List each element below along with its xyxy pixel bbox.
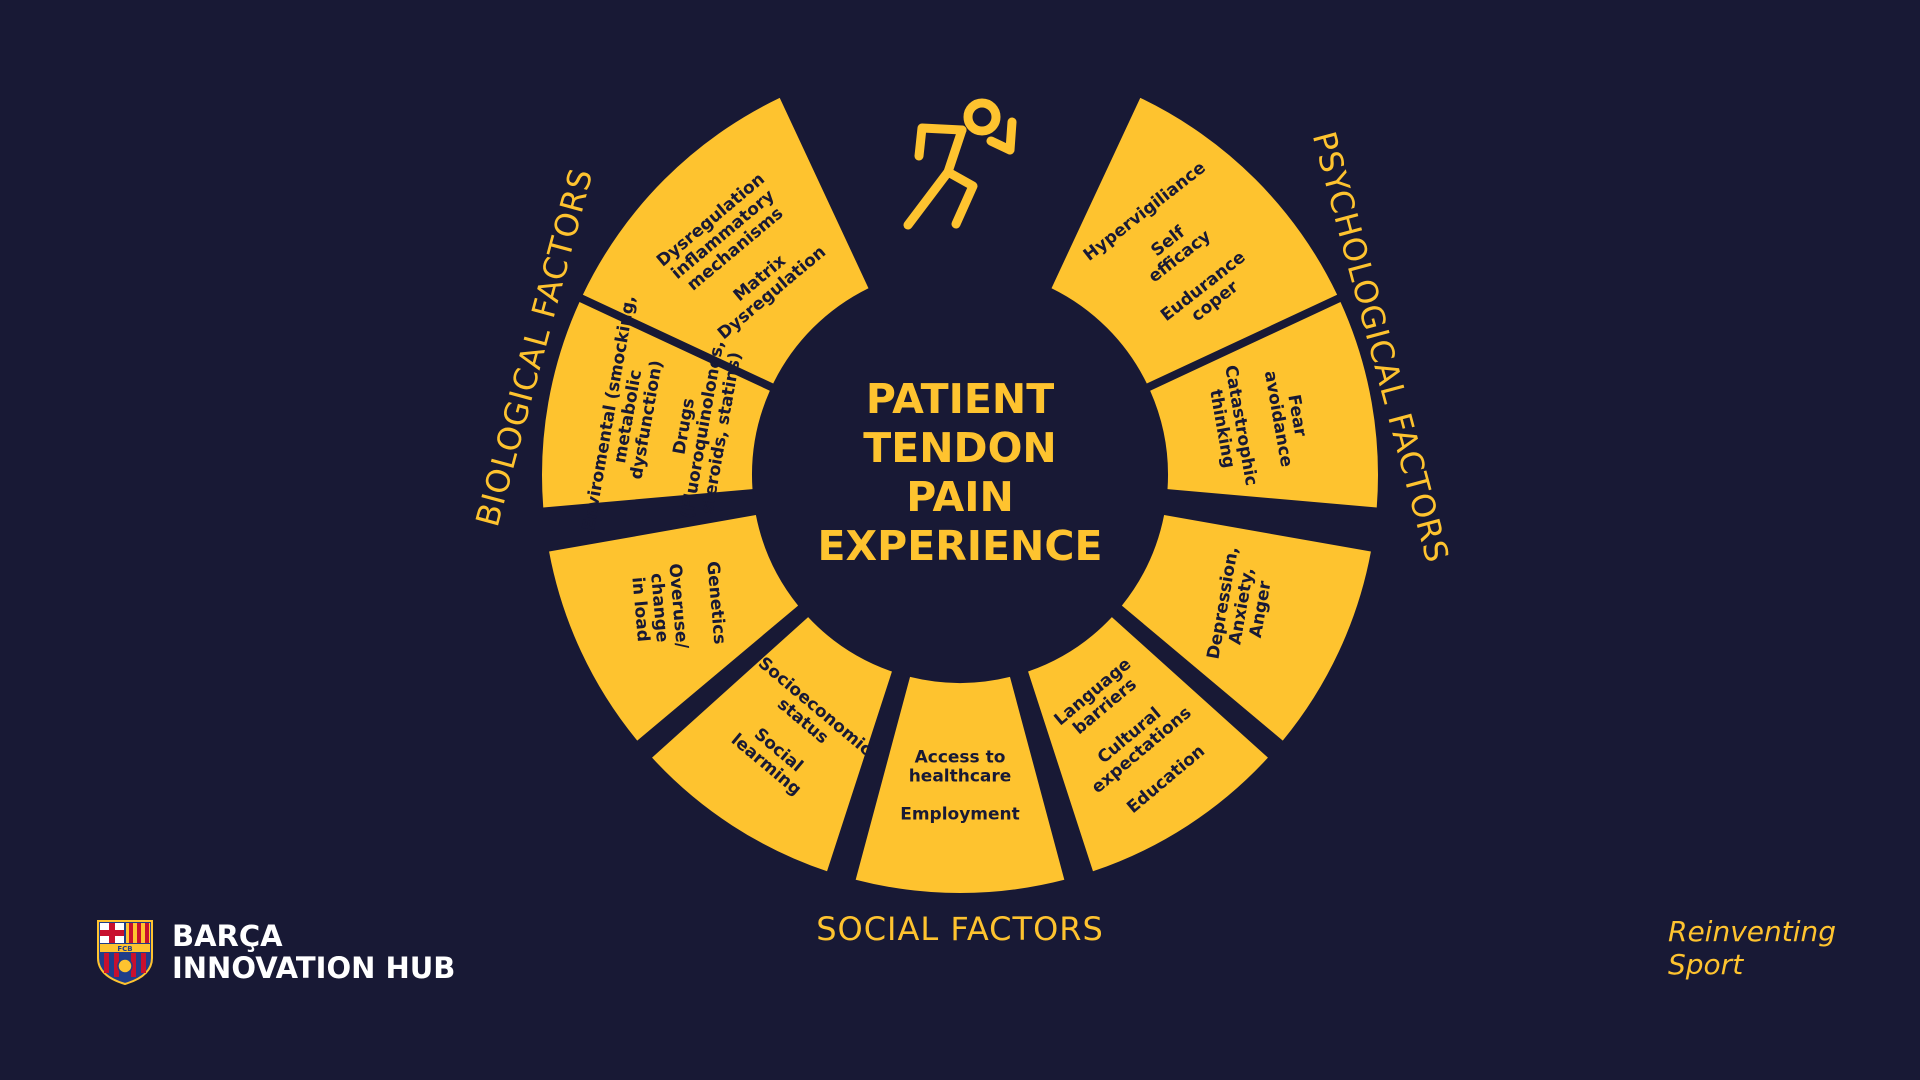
center-title-line: EXPERIENCE bbox=[817, 522, 1103, 570]
segment-shape bbox=[1150, 301, 1378, 508]
segment-label-line: Employment bbox=[900, 805, 1020, 825]
center-title: PATIENT TENDON PAIN EXPERIENCE bbox=[760, 375, 1160, 571]
segment-shape bbox=[855, 676, 1065, 893]
segment-shape bbox=[1051, 97, 1338, 384]
fc-barcelona-crest: FCB bbox=[97, 920, 153, 986]
tagline: Reinventing Sport bbox=[1668, 915, 1836, 981]
segment-depression: Depression,Anxiety,Anger bbox=[1121, 515, 1371, 741]
tagline-line-1: Reinventing bbox=[1668, 915, 1837, 948]
category-social: SOCIAL FACTORS bbox=[816, 910, 1104, 948]
segment-shape bbox=[582, 97, 869, 384]
center-title-line: PATIENT bbox=[865, 375, 1055, 423]
center-title-line: PAIN bbox=[906, 473, 1014, 521]
segment-environmental: Enviromental (smocking,metabolicdysfunct… bbox=[542, 294, 770, 532]
segment-shape bbox=[1121, 515, 1371, 741]
brand-line-2: INNOVATION HUB bbox=[172, 951, 456, 985]
segment-shape bbox=[542, 301, 770, 508]
crest-initials: FCB bbox=[117, 945, 132, 953]
segment-socioeconomic: SocioeconomicstatusSociallearming bbox=[652, 617, 892, 872]
center-title-line: TENDON bbox=[863, 424, 1057, 472]
segment-label-line: healthcare bbox=[909, 767, 1012, 787]
segment-language: LanguagebarriersCulturalexpectationsEduc… bbox=[1028, 617, 1268, 872]
brand-name: BARÇA INNOVATION HUB bbox=[172, 920, 455, 984]
segment-shape bbox=[549, 515, 799, 741]
segment-layer: DysregulationinflammatorymechanismsMatri… bbox=[542, 97, 1378, 893]
barca-innovation-hub-logo: FCB BARÇA INNOVATION HUB bbox=[94, 918, 455, 986]
running-person-icon bbox=[903, 98, 1017, 230]
tagline-line-2: Sport bbox=[1668, 948, 1744, 981]
segment-label-line: Access to bbox=[915, 748, 1006, 768]
brand-line-1: BARÇA bbox=[172, 919, 283, 953]
segment-fear: FearavoidanceCatastrophicthinking bbox=[1150, 301, 1378, 508]
segment-hypervigilance: HypervigilianceSelfefficacyEudurancecope… bbox=[1051, 97, 1338, 384]
segment-genetics: GeneticsOveruse/changein load bbox=[549, 515, 799, 741]
segment-shape bbox=[1028, 617, 1268, 872]
segment-shape bbox=[652, 617, 892, 872]
segment-inflammatory: DysregulationinflammatorymechanismsMatri… bbox=[582, 97, 869, 384]
